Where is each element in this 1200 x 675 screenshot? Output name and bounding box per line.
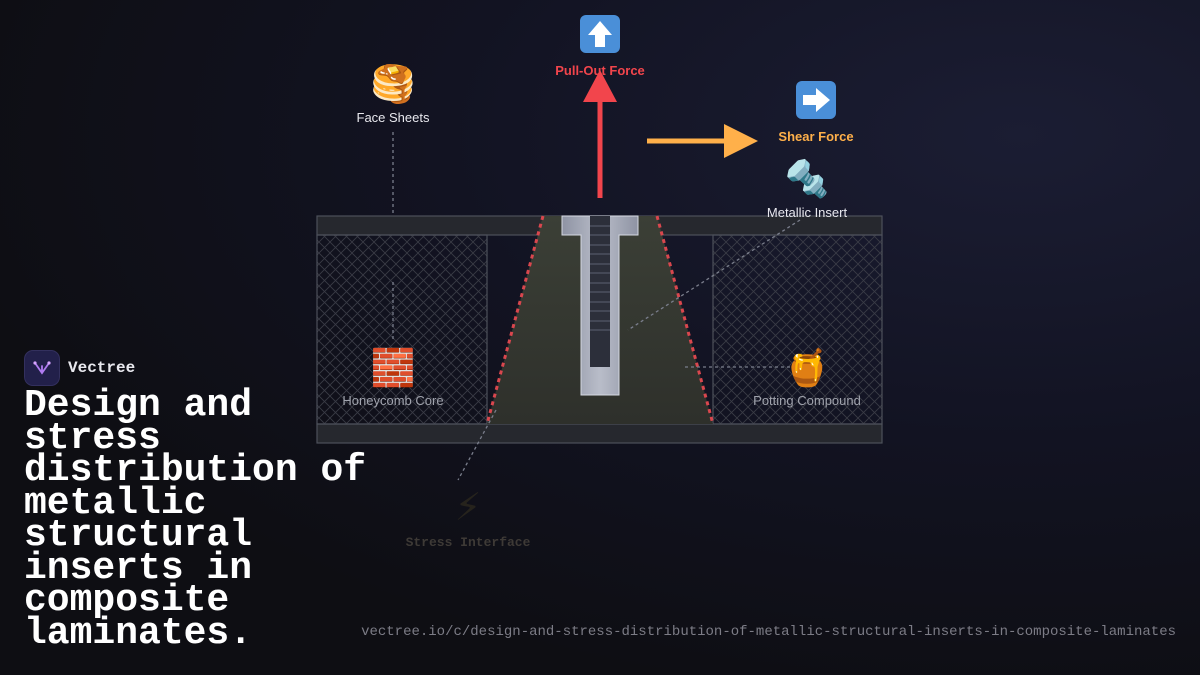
brand: Vectree xyxy=(24,350,135,386)
leader-metallic-insert xyxy=(627,219,801,331)
page-title: Design and stress distribution of metall… xyxy=(24,384,367,655)
stress-edge-left xyxy=(485,215,545,425)
leader-stress-interface xyxy=(457,409,497,481)
bottom-face-sheet xyxy=(316,423,883,444)
leader-lines xyxy=(392,132,801,481)
pancakes-icon: 🥞 xyxy=(371,63,416,107)
lightning-icon: ⚡ xyxy=(455,485,482,529)
source-url[interactable]: vectree.io/c/design-and-stress-distribut… xyxy=(361,624,1176,640)
nut-and-bolt-icon: 🔩 xyxy=(785,158,830,200)
shear-force-arrow xyxy=(647,124,758,158)
stress-edge-right xyxy=(655,215,715,425)
metallic-insert-shape xyxy=(561,215,639,396)
right-arrow-icon xyxy=(796,81,836,119)
honeycomb-core-left xyxy=(316,234,488,425)
metallic-insert-label: Metallic Insert xyxy=(767,205,848,220)
honey-pot-icon: 🍯 xyxy=(785,347,830,389)
shear-force-label: Shear Force xyxy=(778,129,853,144)
vectree-logo-icon xyxy=(24,350,60,386)
stress-interface-label: Stress Interface xyxy=(406,535,531,550)
brick-icon: 🧱 xyxy=(371,347,416,389)
pull-out-force-arrow xyxy=(583,70,617,198)
up-arrow-icon xyxy=(580,15,620,53)
brand-name: Vectree xyxy=(68,359,136,377)
face-sheets-label: Face Sheets xyxy=(357,110,430,125)
honeycomb-core-right xyxy=(712,234,883,425)
pull-out-force-label: Pull-Out Force xyxy=(555,63,645,78)
honeycomb-core-label: Honeycomb Core xyxy=(342,393,443,408)
potting-compound-label: Potting Compound xyxy=(753,393,861,408)
